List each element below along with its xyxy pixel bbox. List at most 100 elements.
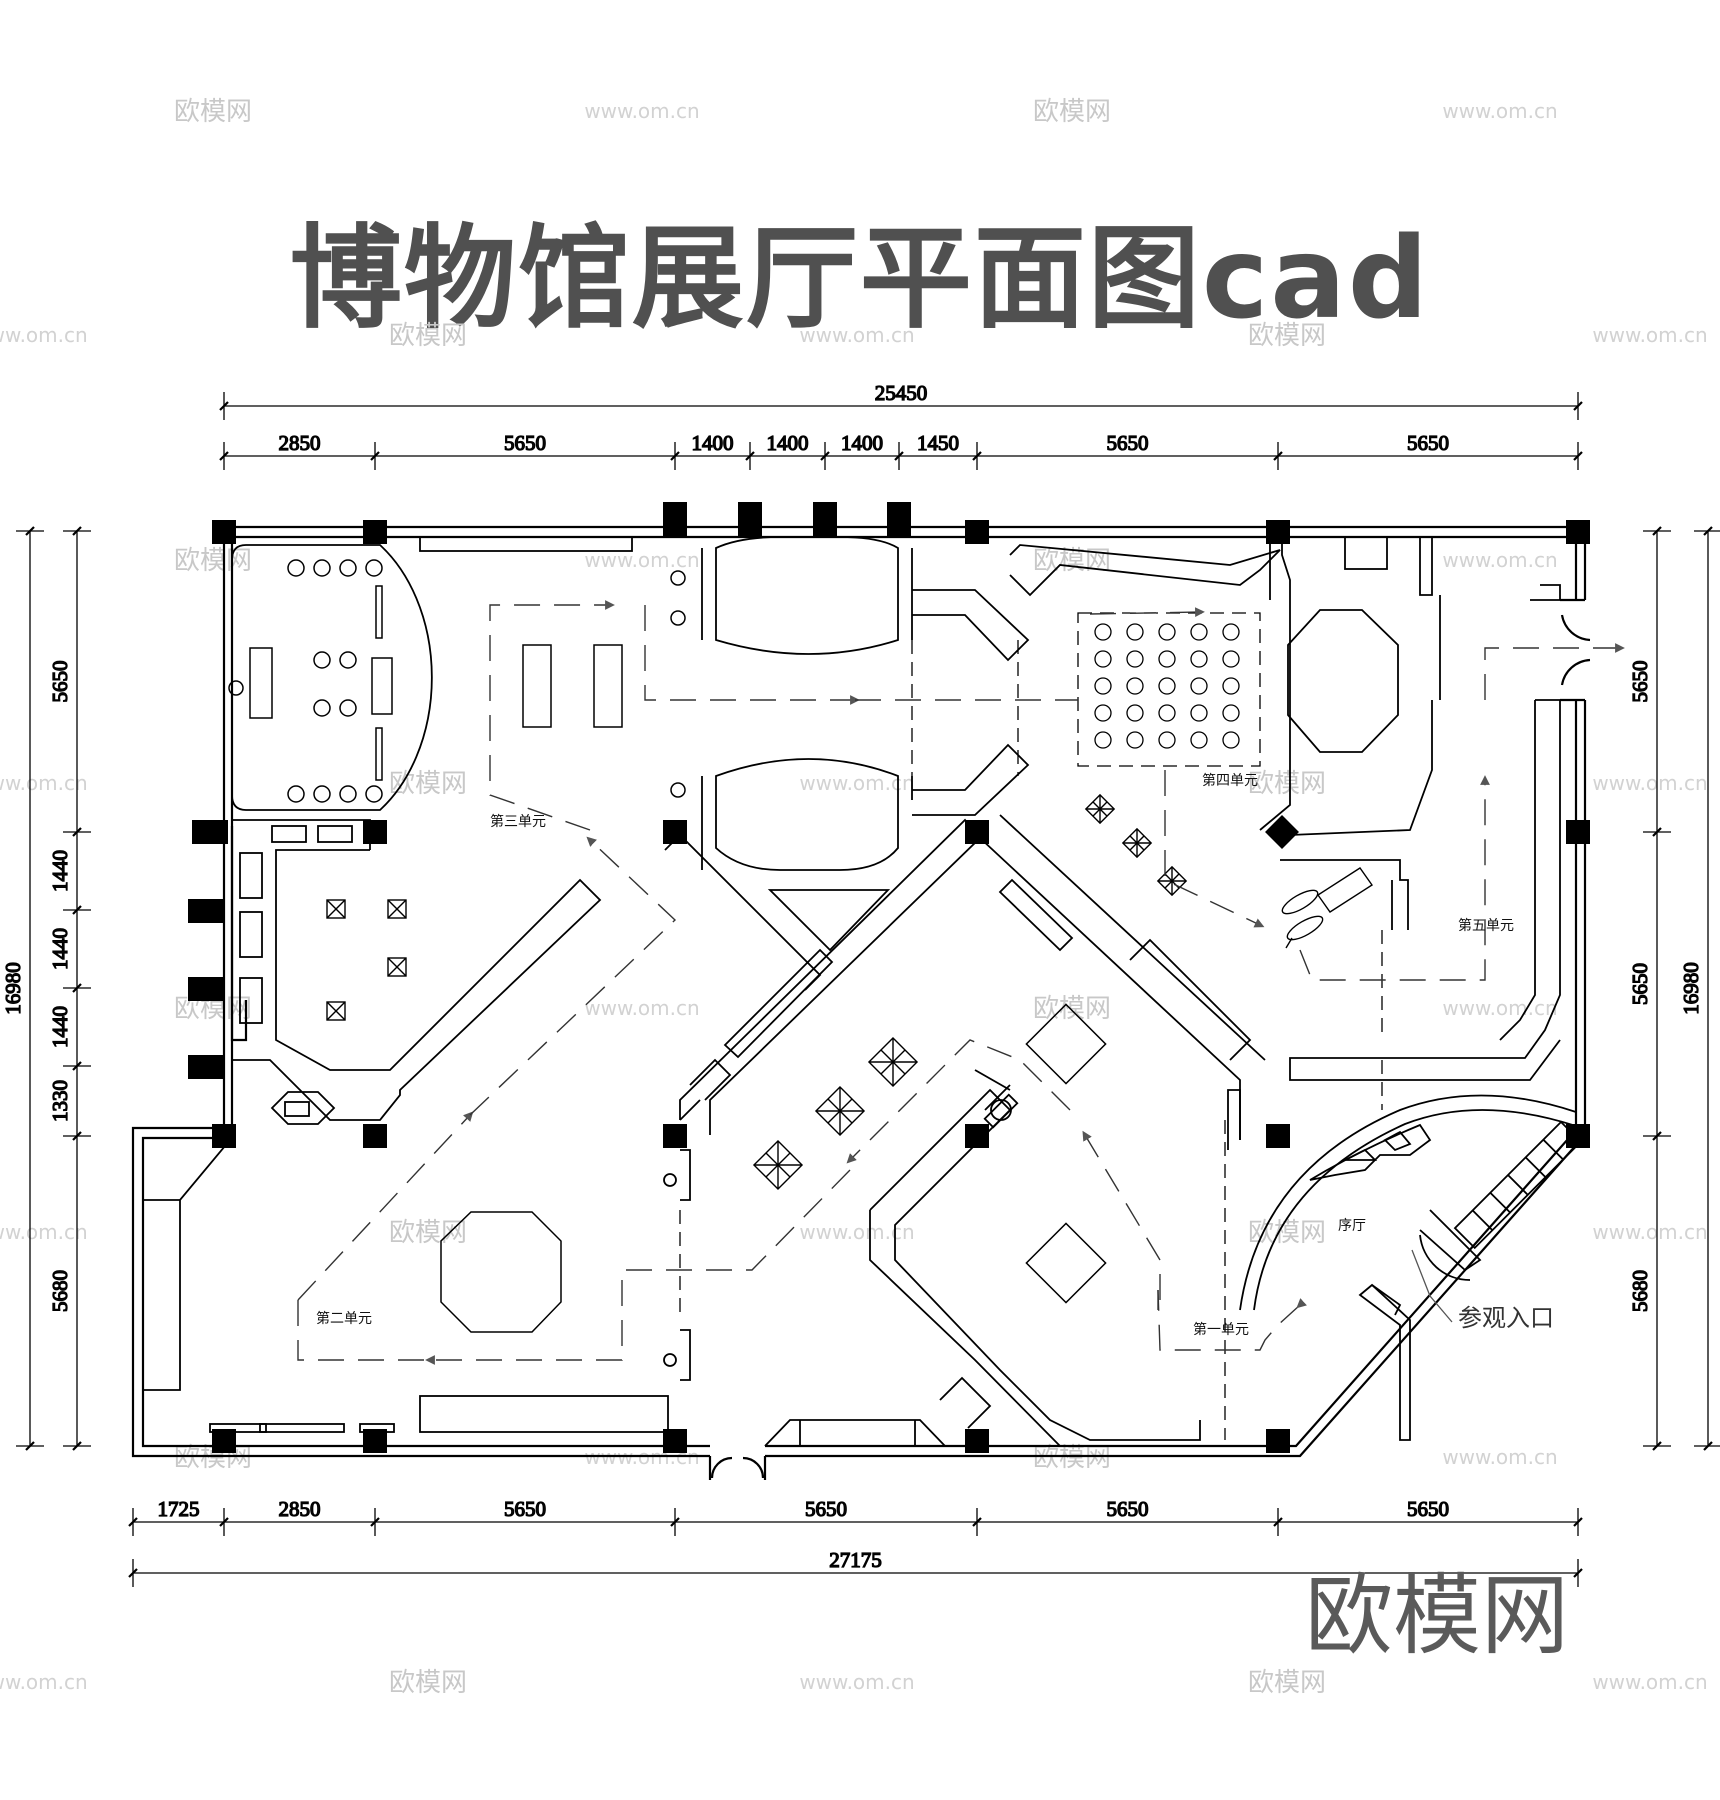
watermark-logo: 欧模网	[174, 546, 252, 576]
columns	[188, 502, 1590, 1453]
watermark-url: www.om.cn	[1592, 1220, 1707, 1244]
column	[663, 502, 687, 536]
dimension-label: 1440	[48, 1006, 72, 1048]
dimension-label: 5650	[805, 1497, 847, 1521]
dimension-label: 1400	[692, 431, 734, 455]
seat-circle	[1222, 650, 1240, 668]
watermark-logo: 欧模网	[1248, 1218, 1326, 1248]
dimension-label: 5650	[1628, 963, 1652, 1005]
column	[738, 502, 762, 536]
watermark-url: www.om.cn	[1592, 323, 1707, 347]
watermark-logo: 欧模网	[1033, 546, 1111, 576]
watermark-layer: 欧模网欧模网欧模网欧模网欧模网欧模网欧模网欧模网欧模网欧模网欧模网欧模网欧模网欧…	[0, 97, 1708, 1698]
seat-circle	[1222, 731, 1240, 749]
watermark-logo: 欧模网	[1033, 994, 1111, 1024]
display-case-marker	[326, 899, 346, 919]
dimension-label: 1440	[48, 850, 72, 892]
dashed-borders	[679, 612, 1383, 1440]
column	[663, 1124, 687, 1148]
watermark-url: www.om.cn	[0, 323, 88, 347]
column	[887, 502, 911, 536]
display-markers	[326, 793, 1188, 1191]
column	[1266, 1124, 1290, 1148]
label-entrance: 参观入口	[1458, 1304, 1554, 1332]
column	[188, 1055, 224, 1079]
seat-circle	[1094, 650, 1112, 668]
watermark-url: www.om.cn	[584, 99, 699, 123]
dimension-label: 1450	[917, 431, 959, 455]
dimension-label: 5650	[504, 431, 546, 455]
display-diamond-marker	[814, 1085, 866, 1137]
seat-circle	[1190, 650, 1208, 668]
column	[363, 520, 387, 544]
watermark-url: www.om.cn	[0, 1670, 88, 1694]
dimension-label: 5650	[504, 1497, 546, 1521]
exhibits	[228, 559, 1107, 1333]
label-lobby: 序厅	[1338, 1218, 1366, 1234]
seat-circle	[1126, 650, 1144, 668]
watermark-logo: 欧模网	[1248, 769, 1326, 799]
display-diamond-marker	[752, 1139, 804, 1191]
seat-circle	[1094, 623, 1112, 641]
seat-circle	[1094, 704, 1112, 722]
dimension-label: 5650	[1628, 661, 1652, 703]
dimension-label: 1330	[48, 1080, 72, 1122]
page-title: 博物馆展厅平面图cad	[289, 214, 1431, 344]
room-labels: 第一单元 第二单元 第三单元 第四单元 第五单元 序厅 参观入口	[316, 772, 1554, 1338]
dimension-total-bottom: 27175	[829, 1548, 882, 1572]
seat-circle	[1126, 704, 1144, 722]
watermark-url: www.om.cn	[0, 771, 88, 795]
seat-circle	[1126, 623, 1144, 641]
label-unit4: 第四单元	[1202, 772, 1258, 789]
dimension-label: 1400	[841, 431, 883, 455]
display-case-marker	[387, 899, 407, 919]
dimension-total-top: 25450	[875, 381, 928, 405]
seat-circle	[1126, 677, 1144, 695]
display-case-marker	[326, 1001, 346, 1021]
watermark-logo: 欧模网	[1248, 1668, 1326, 1698]
label-unit3: 第三单元	[490, 813, 546, 830]
dimension-total-right: 16980	[1679, 962, 1703, 1015]
column	[188, 899, 224, 923]
display-diamond-marker	[867, 1036, 919, 1088]
seat-circle	[1222, 677, 1240, 695]
column	[212, 1124, 236, 1148]
display-diamond-marker	[1156, 865, 1188, 897]
dimension-label: 5650	[1407, 1497, 1449, 1521]
watermark-url: www.om.cn	[0, 1220, 88, 1244]
column	[363, 1124, 387, 1148]
watermark-url: www.om.cn	[799, 1670, 914, 1694]
entrance-pointer	[1411, 1249, 1453, 1323]
column	[188, 977, 224, 1001]
column	[965, 520, 989, 544]
watermark-logo: 欧模网	[389, 1218, 467, 1248]
dimension-label: 1440	[48, 928, 72, 970]
column	[363, 820, 387, 844]
visitor-route	[297, 600, 1625, 1365]
watermark-url: www.om.cn	[1442, 99, 1557, 123]
seat-circle	[1158, 731, 1176, 749]
column	[212, 520, 236, 544]
watermark-url: www.om.cn	[1592, 771, 1707, 795]
watermark-url: www.om.cn	[1442, 1445, 1557, 1469]
dimension-label: 2850	[279, 1497, 321, 1521]
column	[1266, 1429, 1290, 1453]
column	[813, 502, 837, 536]
watermark-url: www.om.cn	[1442, 996, 1557, 1020]
label-unit1: 第一单元	[1193, 1321, 1249, 1338]
watermark-logo: 欧模网	[389, 769, 467, 799]
seat-circle	[1222, 623, 1240, 641]
dimension-label: 5650	[48, 661, 72, 703]
seat-circle	[1126, 731, 1144, 749]
watermark-url: www.om.cn	[1442, 548, 1557, 572]
seat-circle	[1158, 677, 1176, 695]
seat-circle	[1094, 731, 1112, 749]
display-case-marker	[387, 957, 407, 977]
label-unit5: 第五单元	[1458, 917, 1514, 934]
dimension-label: 1725	[158, 1497, 200, 1521]
interior-walls	[143, 536, 1583, 1447]
